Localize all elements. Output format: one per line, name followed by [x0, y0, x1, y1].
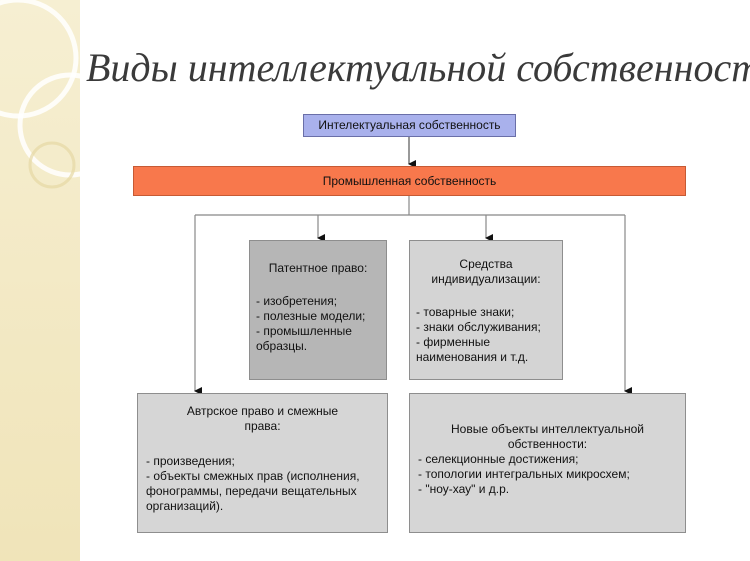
list-item: - "ноу-хау" и д.р. — [418, 482, 510, 496]
new-objects-title-2: обственности: — [507, 437, 588, 451]
list-item: - селекционные достижения; — [418, 452, 579, 466]
patent-law-title: Патентное право: — [268, 261, 368, 275]
copyright-title-1: Автрское право и смежные — [186, 404, 339, 418]
node-intellectual-property: Интелектуальная собственность — [303, 114, 516, 137]
list-item: - изобретения; — [256, 294, 338, 308]
node-copyright: Автрское право и смежные права: - произв… — [137, 393, 388, 533]
node-industrial-property: Промышленная собственность — [133, 166, 686, 196]
list-item: - топологии интегральных микросхем; — [418, 467, 630, 481]
node-new-objects: Новые объекты интеллектуальной обственно… — [409, 393, 686, 533]
list-item: - товарные знаки; — [416, 305, 515, 319]
list-item: - произведения; — [146, 454, 235, 468]
list-item: наименования и т.д. — [416, 350, 529, 364]
individualization-list: - товарные знаки; - знаки обслуживания; … — [416, 305, 556, 365]
copyright-list: - произведения; - объекты смежных прав (… — [146, 454, 379, 514]
decorative-circles — [0, 0, 110, 189]
list-item: - фирменные — [416, 335, 491, 349]
list-item: - промышленные — [256, 324, 352, 338]
copyright-title-2: права: — [244, 419, 281, 433]
node-individualization: Средства индивидуализации: - товарные зн… — [409, 240, 563, 380]
list-item: - объекты смежных прав (исполнения, — [146, 469, 360, 483]
list-item: образцы. — [256, 339, 308, 353]
slide-title: Виды интеллектуальной собственности — [86, 45, 750, 90]
patent-law-list: - изобретения; - полезные модели; - пром… — [256, 294, 380, 354]
individualization-title-2: индивидуализации: — [431, 272, 541, 286]
individualization-title-1: Средства — [459, 257, 513, 271]
list-item: организаций). — [146, 499, 224, 513]
new-objects-title-1: Новые объекты интеллектуальной — [451, 422, 644, 436]
list-item: - знаки обслуживания; — [416, 320, 541, 334]
list-item: - полезные модели; — [256, 309, 366, 323]
decorative-strip — [0, 0, 110, 561]
node-patent-law: Патентное право: - изобретения; - полезн… — [249, 240, 387, 380]
list-item: фонограммы, передачи вещательных — [146, 484, 357, 498]
new-objects-list: - селекционные достижения; - топологии и… — [418, 452, 677, 497]
